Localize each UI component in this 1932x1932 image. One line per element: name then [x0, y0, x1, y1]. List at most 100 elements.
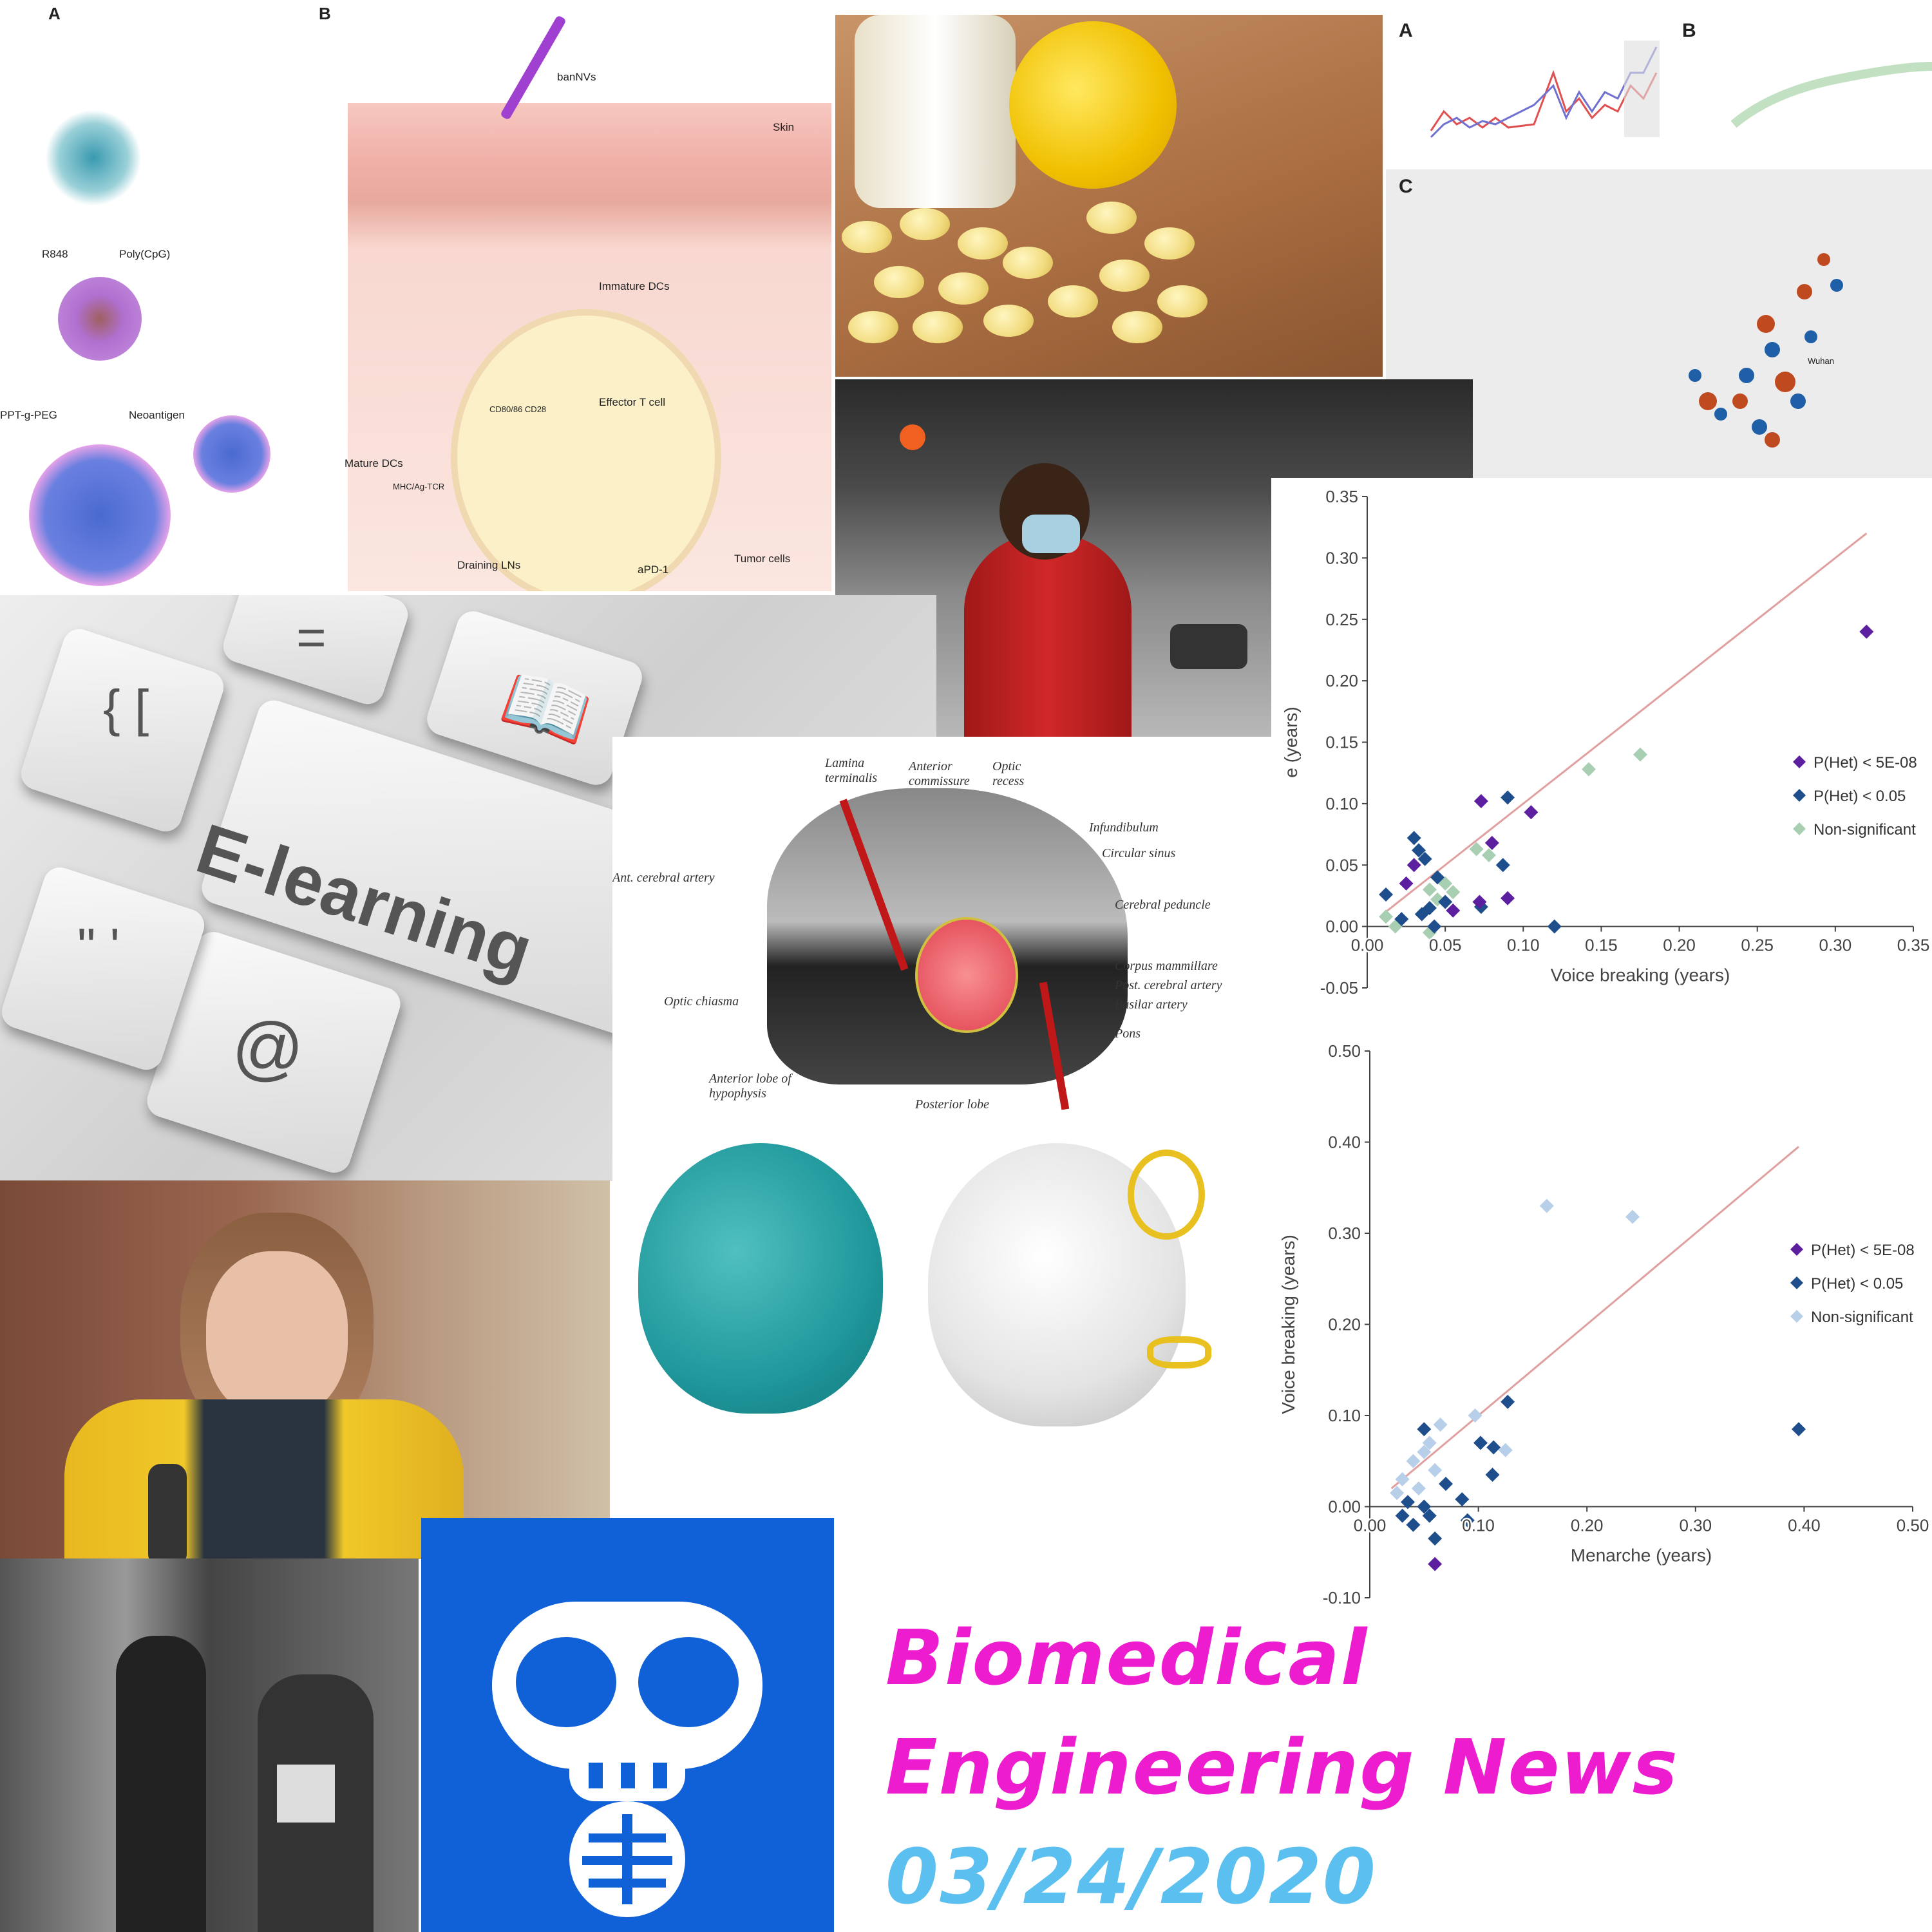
pill [958, 227, 1008, 260]
y-tick-label: 0.00 [1325, 917, 1358, 936]
data-point [1473, 1435, 1488, 1450]
legend-marker [1793, 789, 1806, 802]
data-point [1473, 794, 1488, 809]
panel-label-b: B [319, 4, 331, 23]
pill [842, 221, 892, 253]
label-lamina-terminalis: Lamina terminalis [825, 756, 878, 785]
x-tick-label: 0.40 [1788, 1516, 1821, 1535]
x-tick-label: 0.20 [1571, 1516, 1604, 1535]
label-costim: CD80/86 CD28 [489, 404, 547, 414]
figure [116, 1636, 206, 1932]
x-tick-label: 0.00 [1354, 1516, 1387, 1535]
title-line-2: Engineering News [886, 1723, 1679, 1812]
nanoparticle-small [193, 415, 270, 493]
panel-label-c: C [1399, 176, 1413, 197]
data-point [1485, 1467, 1500, 1482]
label-immature-dcs: Immature DCs [599, 280, 670, 292]
legend-marker [1790, 1276, 1803, 1289]
data-point [1417, 1444, 1432, 1459]
issue-date: 03/24/2020 [886, 1832, 1378, 1921]
data-point [1633, 747, 1647, 762]
label-neoantigen: Neoantigen [129, 409, 185, 421]
x-tick-label: 0.10 [1507, 936, 1540, 955]
label-vaccine: banNVs [557, 71, 596, 83]
data-point [1582, 762, 1596, 777]
respirator-masks-photo [612, 1124, 1269, 1518]
mask-strap [1128, 1150, 1205, 1240]
data-point [1417, 1422, 1432, 1437]
label-ppt-peg: PPT-g-PEG [0, 409, 57, 421]
data-point [1791, 1422, 1806, 1437]
bottle-cap [1009, 21, 1177, 189]
data-point [1395, 1472, 1410, 1487]
y-tick-label: 0.50 [1328, 1041, 1361, 1061]
legend-label: P(Het) < 5E-08 [1814, 754, 1917, 772]
label-anterior-lobe: Anterior lobe of hypophysis [709, 1072, 791, 1101]
panel-label-b: B [1682, 20, 1696, 41]
data-point [1439, 1477, 1454, 1492]
x-tick-label: 0.25 [1741, 936, 1774, 955]
data-point [1446, 903, 1461, 918]
data-point [1411, 843, 1426, 858]
label-corpus-mammillare: Corpus mammillare [1115, 959, 1218, 973]
y-axis-label: Voice breaking (years) [1278, 1235, 1298, 1414]
data-point [1427, 919, 1442, 934]
y-tick-label: -0.05 [1320, 978, 1358, 998]
x-tick-label: 0.35 [1897, 936, 1930, 955]
scatter-plot-1-svg: -0.050.000.050.100.150.200.250.300.35Voi… [1281, 487, 1931, 998]
data-point [1390, 1486, 1405, 1501]
legend-marker [1793, 755, 1806, 768]
x-tick-label: 0.00 [1351, 936, 1384, 955]
data-point [1484, 835, 1499, 850]
label-posterior-lobe: Posterior lobe [915, 1097, 989, 1112]
data-point [1469, 842, 1484, 857]
data-point [1401, 1495, 1416, 1510]
y-tick-label: 0.30 [1328, 1224, 1361, 1243]
data-point [1539, 1198, 1554, 1213]
data-point [1455, 1492, 1470, 1507]
coated-nanoparticle [29, 444, 171, 586]
fit-line [1382, 533, 1868, 915]
data-point [1430, 870, 1445, 885]
y-axis-label: e (years) [1281, 706, 1301, 777]
nanoparticle [58, 277, 142, 361]
data-point [1501, 1394, 1515, 1409]
pill [1157, 285, 1208, 317]
data-point [1422, 901, 1437, 916]
at-symbol: @ [232, 1009, 304, 1088]
pill [1144, 227, 1195, 260]
car [1170, 624, 1247, 669]
skull-icon [492, 1602, 762, 1917]
label-effector-t-cell: Effector T cell [599, 396, 665, 408]
data-point [1422, 1508, 1437, 1523]
brace-symbol: { [ [103, 679, 149, 737]
data-point [1406, 831, 1421, 846]
data-point [1460, 1513, 1475, 1528]
x-tick-label: 0.15 [1585, 936, 1618, 955]
data-point [1501, 790, 1515, 805]
traffic-light [900, 424, 925, 450]
label-anterior-commissure: Anterior commissure [909, 759, 970, 788]
pill [1086, 202, 1137, 234]
label-pons: Pons [1115, 1027, 1141, 1041]
pill [913, 311, 963, 343]
x-tick-label: 0.20 [1663, 936, 1696, 955]
y-tick-label: 0.20 [1325, 671, 1358, 690]
data-point [1406, 858, 1421, 873]
data-point [1472, 895, 1487, 909]
micelle [45, 109, 142, 206]
data-point [1411, 1481, 1426, 1496]
microphone-icon [148, 1464, 187, 1559]
y-tick-label: 0.10 [1328, 1406, 1361, 1425]
panel-label-a: A [48, 4, 61, 23]
data-point [1406, 1454, 1421, 1468]
pill [1003, 247, 1053, 279]
data-point [1399, 876, 1414, 891]
fit-line [1390, 1146, 1799, 1490]
y-tick-label: 0.15 [1325, 733, 1358, 752]
label-post-cerebral-artery: Post. cerebral artery [1115, 978, 1222, 992]
city-label: Wuhan [1808, 356, 1834, 366]
